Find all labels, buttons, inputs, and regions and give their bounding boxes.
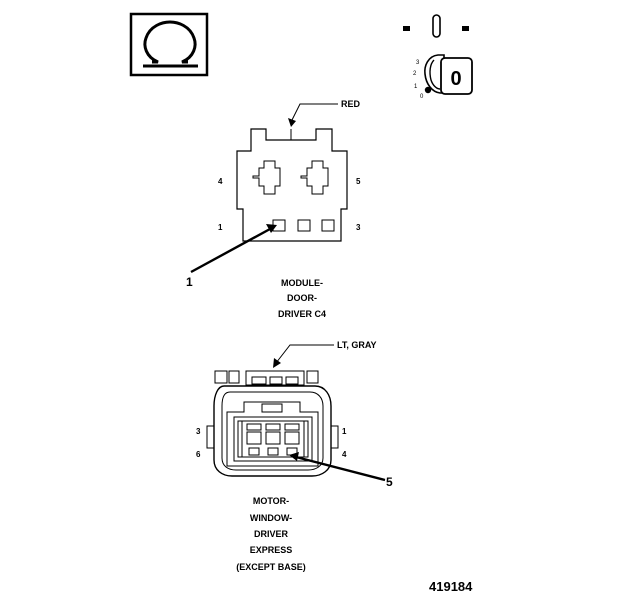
- motor-name-line-4: EXPRESS: [250, 545, 293, 555]
- c4-name-line-2: DOOR-: [287, 293, 317, 303]
- ignition-position-3: 3: [416, 60, 420, 66]
- c4-pin-label-1: 1: [218, 223, 223, 232]
- c4-color-callout: RED: [341, 99, 361, 109]
- ignition-position-0: 0: [420, 94, 424, 100]
- ignition-key-letter: 0: [450, 68, 461, 90]
- ignition-position-1: 1: [414, 84, 418, 90]
- c4-pin-label-4: 4: [218, 177, 223, 186]
- motor-name-line-5: (EXCEPT BASE): [236, 562, 306, 572]
- motor-pin-label-6: 6: [196, 450, 201, 459]
- connector-motor-window: [206, 370, 339, 477]
- motor-pin-label-1: 1: [342, 427, 347, 436]
- c4-name-line-3: DRIVER C4: [278, 309, 326, 319]
- ignition-key-icon: 0 3 2 1 0: [403, 14, 473, 100]
- c4-pin-label-5: 5: [356, 177, 361, 186]
- motor-name-line-2: WINDOW-: [250, 513, 292, 523]
- ignition-position-2: 2: [413, 71, 417, 77]
- motor-name-line-3: DRIVER: [254, 529, 289, 539]
- motor-pin-label-4: 4: [342, 450, 347, 459]
- motor-name-line-1: MOTOR-: [253, 496, 289, 506]
- c4-name-line-1: MODULE-: [281, 278, 323, 288]
- motor-color-callout: LT, GRAY: [337, 340, 377, 350]
- c4-pin-label-3: 3: [356, 223, 361, 232]
- connector-c4: [236, 128, 348, 242]
- ohm-meter-icon: [129, 12, 209, 77]
- c4-callout-number: 1: [186, 275, 193, 289]
- figure-number: 419184: [429, 579, 473, 594]
- motor-pin-label-3: 3: [196, 427, 201, 436]
- motor-callout-number: 5: [386, 475, 393, 489]
